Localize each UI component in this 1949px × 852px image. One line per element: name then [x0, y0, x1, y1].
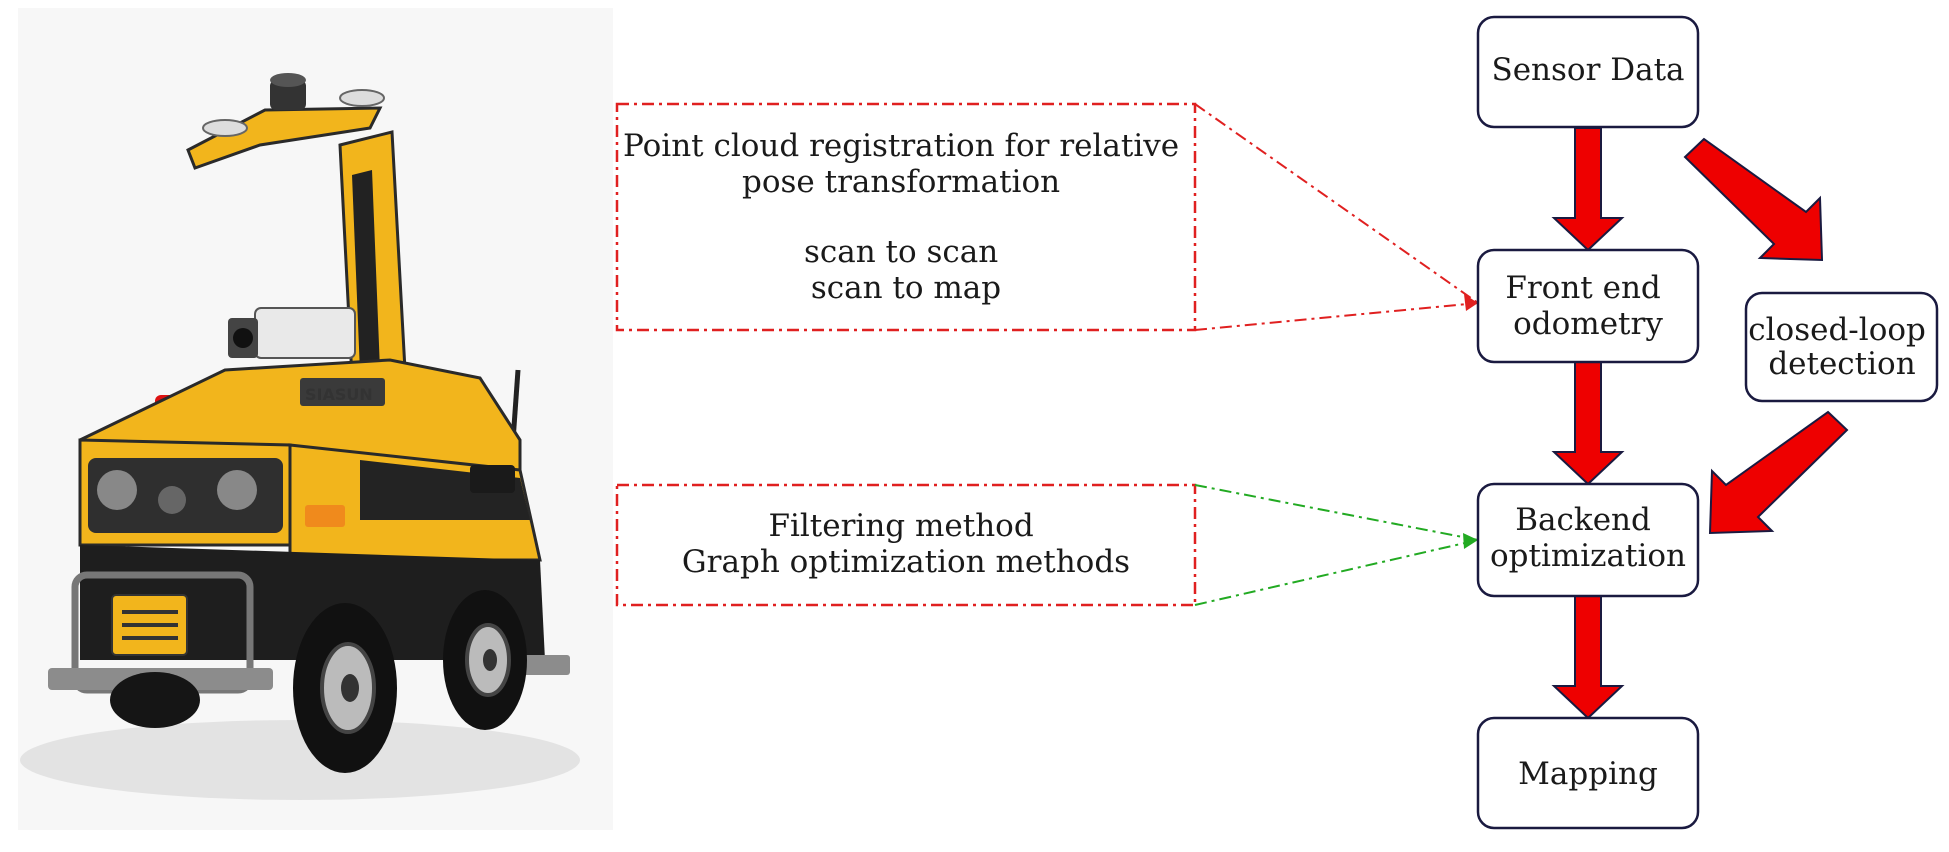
node-backend-box [1476, 482, 1700, 598]
svg-text:Front end odometry: Front end odometry [1505, 270, 1670, 342]
registration-note-line: scan to scan [804, 234, 998, 270]
node-loop-label: detection [1768, 346, 1915, 382]
optimization-note-border [615, 483, 1197, 607]
robot-top-plate [186, 106, 383, 170]
node-sensor-data: Sensor Data [1476, 15, 1700, 129]
optimization-leader-bottom [1194, 539, 1479, 606]
svg-text:Point cloud registration for r: Point cloud registration for relative po… [623, 128, 1189, 306]
registration-leader-bottom [1194, 302, 1479, 331]
robot-shadow [20, 720, 580, 800]
registration-note-line: scan to map [811, 270, 1001, 306]
gps-antenna-right [339, 89, 385, 107]
node-loop-label: closed-loop [1748, 312, 1926, 348]
robot-mast-stripe [352, 170, 380, 372]
registration-note-line: Point cloud registration for relative [623, 128, 1179, 164]
registration-note-line: pose transformation [742, 164, 1060, 200]
robot-illustration: SIASUN [18, 8, 613, 830]
optimization-leader-top [1194, 484, 1479, 541]
node-frontend-odometry: Front end odometry [1476, 248, 1700, 364]
node-mapping-box [1476, 716, 1700, 830]
node-mapping-label: Mapping [1518, 756, 1658, 792]
node-backend-label: optimization [1490, 538, 1686, 574]
node-sensor-data-box [1476, 15, 1700, 129]
svg-text:closed-loop detection: closed-loop detection [1748, 312, 1935, 382]
node-sensor-data-label: Sensor Data [1491, 52, 1684, 88]
flow-arrows [1551, 127, 1849, 720]
robot-side-vent [470, 465, 515, 493]
robot-brand-label: SIASUN [305, 385, 373, 404]
flow-nodes: Sensor Data Front end odometry closed-lo… [1476, 15, 1939, 830]
optimization-note: Filtering method Graph optimization meth… [615, 483, 1197, 607]
optimization-leader-arrowhead [1463, 533, 1478, 549]
registration-note: Point cloud registration for relative po… [615, 102, 1197, 332]
node-frontend-label: Front end [1505, 270, 1660, 306]
robot-headlight-right [217, 470, 257, 510]
arrow-loopclosure-to-backend [1708, 410, 1849, 535]
lidar-sensor [270, 80, 306, 110]
robot-headlight-left [97, 470, 137, 510]
arrow-backend-to-mapping [1551, 595, 1625, 720]
svg-text:Filtering method Graph o: Filtering method Graph optimization meth… [682, 508, 1130, 580]
optimization-note-line: Filtering method [768, 508, 1033, 544]
svg-text:Backend optimization: Backend optimization [1490, 502, 1686, 574]
node-frontend-box [1476, 248, 1700, 364]
node-backend-optimization: Backend optimization [1476, 482, 1700, 598]
gps-antenna-left [202, 119, 248, 137]
node-frontend-label: odometry [1513, 306, 1663, 342]
robot-indicator-light [305, 505, 345, 527]
optimization-note-line: Graph optimization methods [682, 544, 1130, 580]
arrow-sensor-to-loopclosure [1683, 137, 1824, 262]
leader-lines [1194, 103, 1479, 606]
registration-note-border [615, 102, 1197, 332]
robot-camera [254, 307, 356, 359]
node-mapping: Mapping [1476, 716, 1700, 830]
arrow-frontend-to-backend [1551, 361, 1625, 486]
registration-leader-arrowhead [1464, 294, 1478, 311]
registration-leader-top [1194, 103, 1479, 304]
arrow-sensor-to-frontend [1551, 127, 1625, 252]
node-closed-loop-detection: closed-loop detection [1744, 291, 1939, 403]
node-backend-label: Backend [1515, 502, 1651, 538]
node-loop-box [1744, 291, 1939, 403]
